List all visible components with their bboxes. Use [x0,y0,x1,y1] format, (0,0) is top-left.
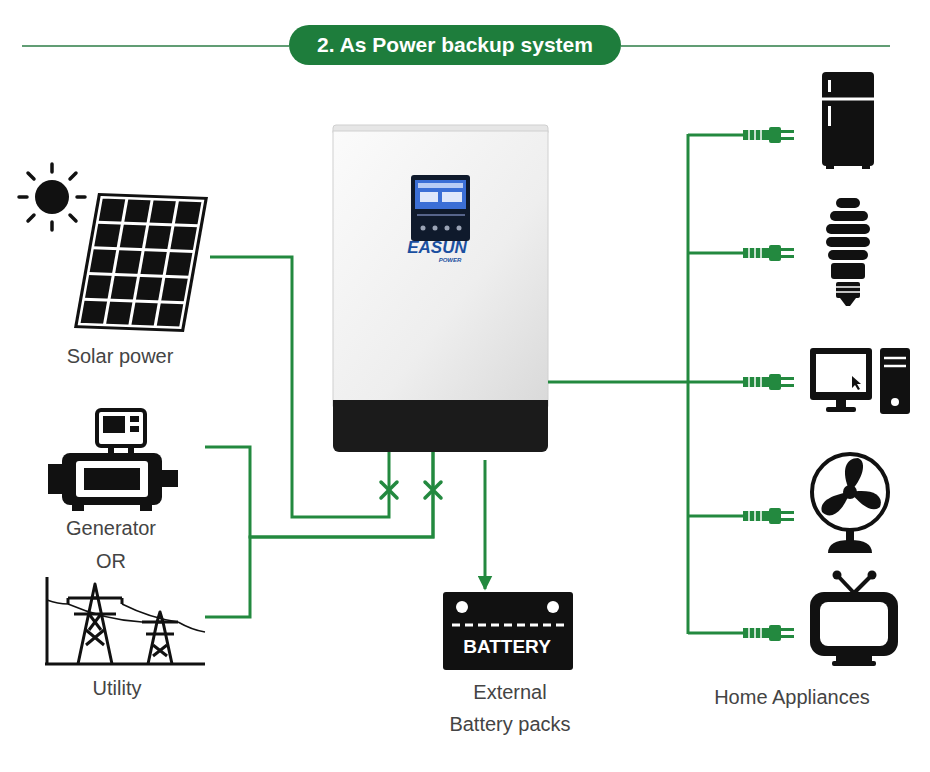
utility-tower-icon [45,577,205,664]
power-wire [548,381,688,384]
plug-icon [743,127,794,641]
battery-node: BATTERYExternal Battery packs [440,590,580,735]
node-label: External Battery packs [443,676,578,740]
battery-label: BATTERY [463,636,551,658]
node-label: Generator [66,517,156,540]
solar-panel-icon [74,193,208,332]
inverter-body [333,125,548,452]
tv-icon [810,571,898,667]
bulb-icon [826,198,870,306]
title-rule [22,45,289,47]
solar-panel-node: Solar power [15,160,210,372]
generator-node: Generator [40,405,205,545]
battery-icon [443,592,573,670]
utility-node: Utility [40,572,205,702]
title-pill: 2. As Power backup system [289,25,621,65]
fridge-icon [822,72,874,169]
inverter-node: EASUNPOWER [333,125,548,452]
appliance-bus [688,134,745,634]
generator-icon [48,410,178,511]
power-arrow [484,460,487,589]
node-label: Utility [93,677,142,700]
brand-logo: EASUN [407,238,467,258]
sun-icon [19,164,85,230]
brand-subtitle: POWER [439,257,462,264]
terminal-mark [381,482,441,498]
node-label: Solar power [67,345,174,368]
node-label: Home Appliances [714,686,870,709]
title-rule [621,45,890,47]
power-wire [205,452,433,617]
power-wire [210,257,389,517]
fan-icon [812,454,888,553]
appliances-node: Home Appliances [686,60,906,715]
or-label: OR [96,550,126,573]
computer-icon [810,348,910,414]
power-wire [205,447,433,537]
